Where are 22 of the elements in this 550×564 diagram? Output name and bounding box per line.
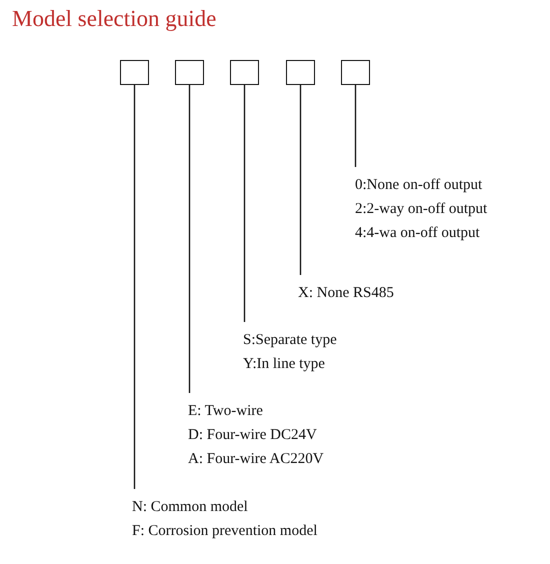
code-box [175, 60, 204, 85]
option-text: E: Two-wire [188, 402, 264, 421]
option-text: S:Separate type [243, 331, 337, 350]
option-text: 2:2-way on-off output [355, 200, 488, 219]
code-box [230, 60, 259, 85]
code-box [120, 60, 149, 85]
code-box [341, 60, 370, 85]
option-text: F: Corrosion prevention model [132, 522, 318, 541]
option-text: X: None RS485 [298, 284, 394, 303]
leader-line [134, 85, 136, 489]
option-text: 0:None on-off output [355, 176, 484, 195]
leader-line [244, 85, 246, 322]
option-text: A: Four-wire AC220V [188, 450, 324, 469]
code-box [286, 60, 315, 85]
leader-line [188, 85, 190, 393]
option-text: Y:In line type [243, 355, 326, 374]
leader-line [354, 85, 356, 167]
option-text: 4:4-wa on-off output [355, 224, 481, 243]
option-text: D: Four-wire DC24V [188, 426, 318, 445]
leader-line [300, 85, 302, 275]
title: Model selection guide [12, 6, 216, 32]
option-text: N: Common model [132, 498, 249, 517]
